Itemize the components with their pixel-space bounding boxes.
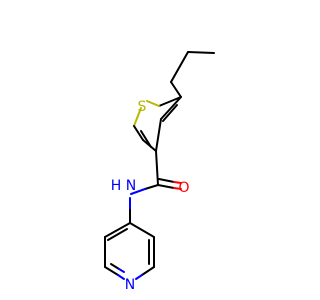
bond <box>117 274 125 280</box>
sulfur-atom-label: S <box>138 99 147 115</box>
amide-nitrogen-atom-label: N <box>126 178 136 194</box>
bond <box>187 51 215 54</box>
amide-hydrogen-atom-label: H <box>111 178 122 194</box>
bond <box>141 266 155 276</box>
bond <box>130 188 146 195</box>
bond <box>140 130 152 148</box>
pyridine-nitrogen-atom-label: N <box>125 277 135 293</box>
bond <box>155 118 162 152</box>
bond <box>129 222 155 238</box>
atom-labels: S O N H N <box>111 99 190 293</box>
bond <box>104 266 119 276</box>
bond <box>107 228 128 241</box>
bond <box>158 178 175 183</box>
bond <box>155 150 159 186</box>
bond <box>173 187 182 190</box>
structure-diagram: S O N H N <box>104 51 215 293</box>
bonds <box>104 51 215 280</box>
bond <box>170 51 189 83</box>
bond <box>158 96 182 107</box>
bond <box>135 274 143 280</box>
bond <box>173 181 182 184</box>
bond <box>133 107 142 127</box>
oxygen-atom-label: O <box>178 180 189 196</box>
bond <box>110 263 120 270</box>
bond <box>146 100 160 107</box>
bond <box>104 222 131 238</box>
bond <box>157 184 175 189</box>
bond <box>118 268 125 273</box>
bond <box>144 184 159 190</box>
bond <box>133 125 144 141</box>
bond <box>162 104 178 122</box>
bond <box>160 96 182 120</box>
bond <box>170 81 182 98</box>
